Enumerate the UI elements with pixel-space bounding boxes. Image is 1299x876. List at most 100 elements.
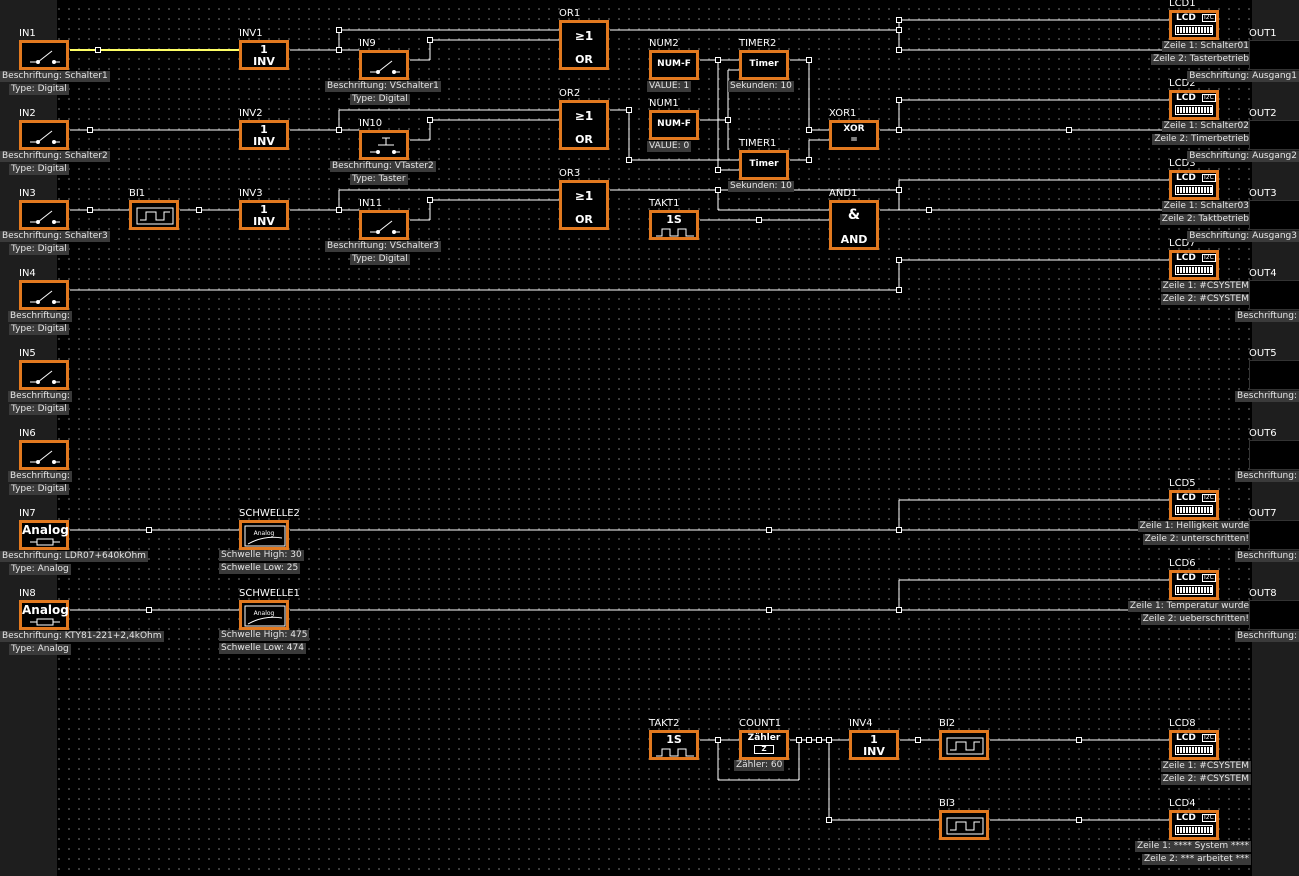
input-block-in6[interactable] <box>19 440 69 470</box>
takt2-block[interactable]: 1S <box>649 730 699 760</box>
takt1-block[interactable]: 1S <box>649 210 699 240</box>
wire-node <box>427 197 433 203</box>
lcd-i2c: I2C <box>1202 494 1216 502</box>
wire-node <box>95 47 101 53</box>
or3-block[interactable]: ≥1 OR <box>559 180 609 230</box>
switch-icon <box>30 290 60 304</box>
lcd-screen-icon <box>1175 505 1213 515</box>
clock-pulse-icon <box>656 228 694 237</box>
in9-block[interactable] <box>359 50 409 80</box>
lcd-line2: Zeile 2: unterschritten! <box>1142 534 1251 545</box>
inv4-top: 1 <box>870 733 878 746</box>
inv4-block[interactable]: 1 INV <box>849 730 899 760</box>
input-block-in7[interactable]: Analog <box>19 520 69 550</box>
count1-info: Zähler: 60 <box>734 760 785 771</box>
lcd-line2: Zeile 2: Taktbetrieb <box>1159 214 1251 225</box>
inv2-block[interactable]: 1 INV <box>239 120 289 150</box>
lcd-line1: Zeile 1: **** System **** <box>1134 841 1251 852</box>
input-block-in4[interactable] <box>19 280 69 310</box>
input-block-in1[interactable] <box>19 40 69 70</box>
input-caption: Beschriftung: LDR07+640kOhm <box>0 551 148 562</box>
lcd-tag: LCD <box>1176 173 1196 183</box>
wire-node <box>896 187 902 193</box>
timer1-block[interactable]: Timer <box>739 150 789 180</box>
wire-node <box>896 287 902 293</box>
output-caption: Beschriftung: <box>1235 311 1299 322</box>
num1-block[interactable]: NUM-F <box>649 110 699 140</box>
lcd-line1: Zeile 1: Temperatur wurde <box>1127 601 1251 612</box>
in11-block[interactable] <box>359 210 409 240</box>
lcd-tag: LCD <box>1176 93 1196 103</box>
input-block-in3[interactable] <box>19 200 69 230</box>
input-caption: Beschriftung: <box>8 391 72 402</box>
timer1-label: Timer <box>749 159 779 169</box>
inv1-top: 1 <box>260 43 268 56</box>
switch-icon <box>30 130 60 144</box>
lcd-name: LCD5 <box>1169 478 1196 489</box>
count1-sub: Z <box>754 745 774 754</box>
wire-node <box>626 157 632 163</box>
bi1-block[interactable] <box>129 200 179 230</box>
output-name: OUT7 <box>1249 508 1277 519</box>
threshold-label: Analog <box>254 530 275 537</box>
wire-node <box>1066 127 1072 133</box>
input-block-in2[interactable] <box>19 120 69 150</box>
or2-block[interactable]: ≥1 OR <box>559 100 609 150</box>
in10-block[interactable] <box>359 130 409 160</box>
input-block-in5[interactable] <box>19 360 69 390</box>
wire-node <box>896 47 902 53</box>
output-block-out1[interactable] <box>1249 40 1299 70</box>
num1-name: NUM1 <box>649 98 679 109</box>
output-block-out5[interactable] <box>1249 360 1299 390</box>
count1-block[interactable]: Zähler Z <box>739 730 789 760</box>
output-block-out8[interactable] <box>1249 600 1299 630</box>
xor1-block[interactable]: XOR = <box>829 120 879 150</box>
wire-node <box>336 47 342 53</box>
bi3-name: BI3 <box>939 798 956 809</box>
output-caption: Beschriftung: Ausgang2 <box>1187 151 1299 162</box>
inv3-top: 1 <box>260 203 268 216</box>
output-block-out4[interactable] <box>1249 280 1299 310</box>
num2-value: VALUE: 1 <box>647 81 692 92</box>
lcd-tag: LCD <box>1176 733 1196 743</box>
bi2-block[interactable] <box>939 730 989 760</box>
wire-node <box>715 167 721 173</box>
lcd-line1: Zeile 1: Schalter01 <box>1161 41 1251 52</box>
wire-node <box>87 207 93 213</box>
num2-block[interactable]: NUM-F <box>649 50 699 80</box>
lcd-line1: Zeile 1: #CSYSTEM <box>1160 281 1251 292</box>
and1-block[interactable]: & AND <box>829 200 879 250</box>
output-block-out7[interactable] <box>1249 520 1299 550</box>
wire-node <box>896 527 902 533</box>
inv1-block[interactable]: 1 INV <box>239 40 289 70</box>
output-block-out6[interactable] <box>1249 440 1299 470</box>
output-caption: Beschriftung: <box>1235 551 1299 562</box>
in11-caption: Beschriftung: VSchalter3 <box>325 241 441 252</box>
inv3-block[interactable]: 1 INV <box>239 200 289 230</box>
input-block-in8[interactable]: Analog <box>19 600 69 630</box>
output-name: OUT6 <box>1249 428 1277 439</box>
count1-name: COUNT1 <box>739 718 782 729</box>
or1-top: ≥1 <box>574 29 594 43</box>
schwelle1-name: SCHWELLE1 <box>239 588 300 599</box>
timer2-block[interactable]: Timer <box>739 50 789 80</box>
or1-block[interactable]: ≥1 OR <box>559 20 609 70</box>
schwelle2-block[interactable]: Analog <box>239 520 289 550</box>
schwelle1-block[interactable]: Analog <box>239 600 289 630</box>
lcd-line1: Zeile 1: #CSYSTEM <box>1160 761 1251 772</box>
output-block-out3[interactable] <box>1249 200 1299 230</box>
or2-bottom: OR <box>575 133 593 146</box>
wire-node <box>896 127 902 133</box>
in9-caption: Beschriftung: VSchalter1 <box>325 81 441 92</box>
bi3-block[interactable] <box>939 810 989 840</box>
inv2-top: 1 <box>260 123 268 136</box>
output-block-out2[interactable] <box>1249 120 1299 150</box>
